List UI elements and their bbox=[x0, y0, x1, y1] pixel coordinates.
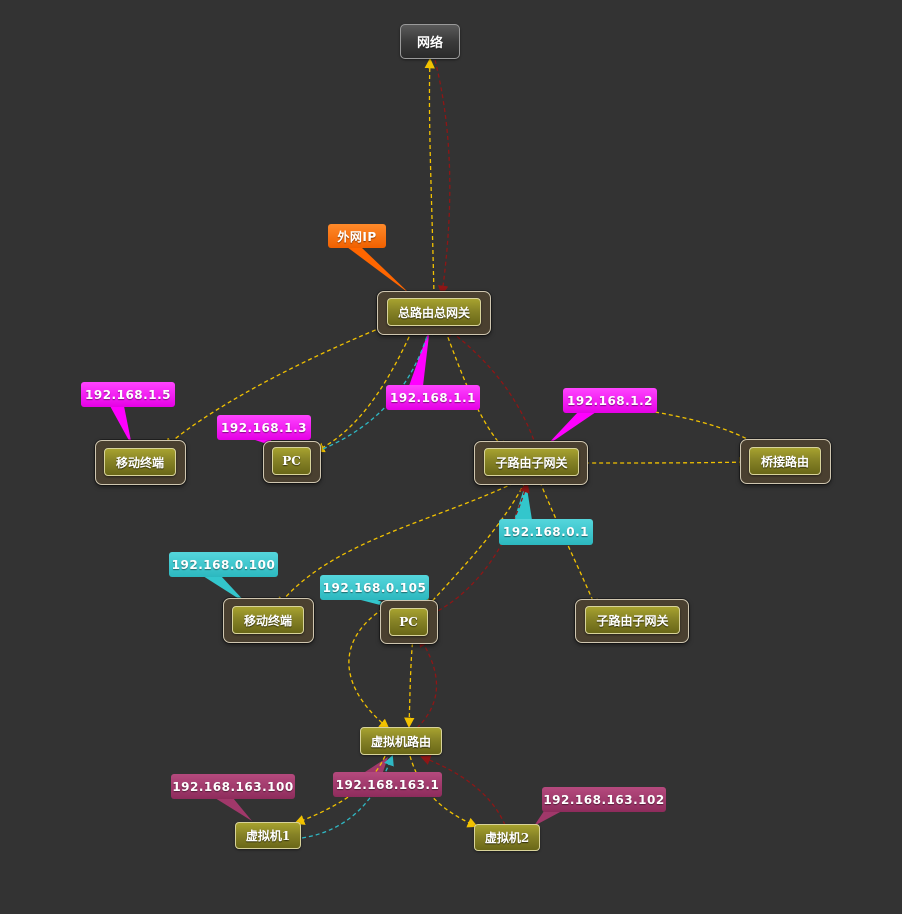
node-pc-1[interactable]: PC bbox=[272, 447, 311, 475]
label-ip-1-3: 192.168.1.3 bbox=[217, 415, 311, 440]
label-ip-0-100: 192.168.0.100 bbox=[169, 552, 278, 577]
node-sub-gateway-1[interactable]: 子路由子网关 bbox=[484, 448, 579, 476]
node-bridge-router[interactable]: 桥接路由 bbox=[749, 447, 821, 475]
link-pc-2-to-sub-1 bbox=[431, 482, 530, 615]
callout-pointer-wan-ip bbox=[347, 247, 410, 294]
callout-pointer-ip-1-1 bbox=[409, 327, 430, 386]
label-ip-1-1: 192.168.1.1 bbox=[386, 385, 480, 410]
link-internet-to-gateway bbox=[434, 59, 451, 297]
link-vm-1-to-vm-router bbox=[301, 755, 394, 839]
label-ip-163-102: 192.168.163.102 bbox=[542, 787, 666, 812]
link-sub-1-to-pc-2 bbox=[424, 481, 526, 610]
node-mobile-2[interactable]: 移动终端 bbox=[232, 606, 304, 634]
link-pc-2-to-vm-router bbox=[404, 635, 415, 729]
label-wan-ip: 外网IP bbox=[328, 224, 386, 248]
label-ip-0-1: 192.168.0.1 bbox=[499, 519, 593, 545]
callout-pointer-ip-0-1 bbox=[514, 482, 532, 520]
node-vm-2[interactable]: 虚拟机2 bbox=[474, 824, 540, 851]
label-ip-163-100: 192.168.163.100 bbox=[171, 774, 295, 799]
node-vm-router[interactable]: 虚拟机路由 bbox=[360, 727, 442, 755]
label-ip-0-105: 192.168.0.105 bbox=[320, 575, 429, 600]
node-pc-2[interactable]: PC bbox=[389, 608, 428, 636]
callout-pointer-ip-163-1 bbox=[365, 757, 388, 772]
node-mobile-1[interactable]: 移动终端 bbox=[104, 448, 176, 476]
link-sub-1-to-sub-2 bbox=[539, 481, 598, 610]
node-internet[interactable]: 网络 bbox=[400, 24, 460, 59]
link-vm-router-to-pc-2 bbox=[416, 636, 438, 729]
node-vm-1[interactable]: 虚拟机1 bbox=[235, 822, 301, 849]
label-ip-163-1: 192.168.163.1 bbox=[333, 772, 442, 797]
label-ip-1-2: 192.168.1.2 bbox=[563, 388, 657, 413]
node-main-gateway[interactable]: 总路由总网关 bbox=[387, 298, 481, 326]
callout-pointer-ip-163-100 bbox=[215, 798, 252, 821]
label-ip-1-5: 192.168.1.5 bbox=[81, 382, 175, 407]
link-sub-1-to-bridge bbox=[584, 456, 751, 468]
node-sub-gateway-2[interactable]: 子路由子网关 bbox=[585, 606, 680, 634]
link-gateway-to-internet bbox=[424, 57, 435, 297]
